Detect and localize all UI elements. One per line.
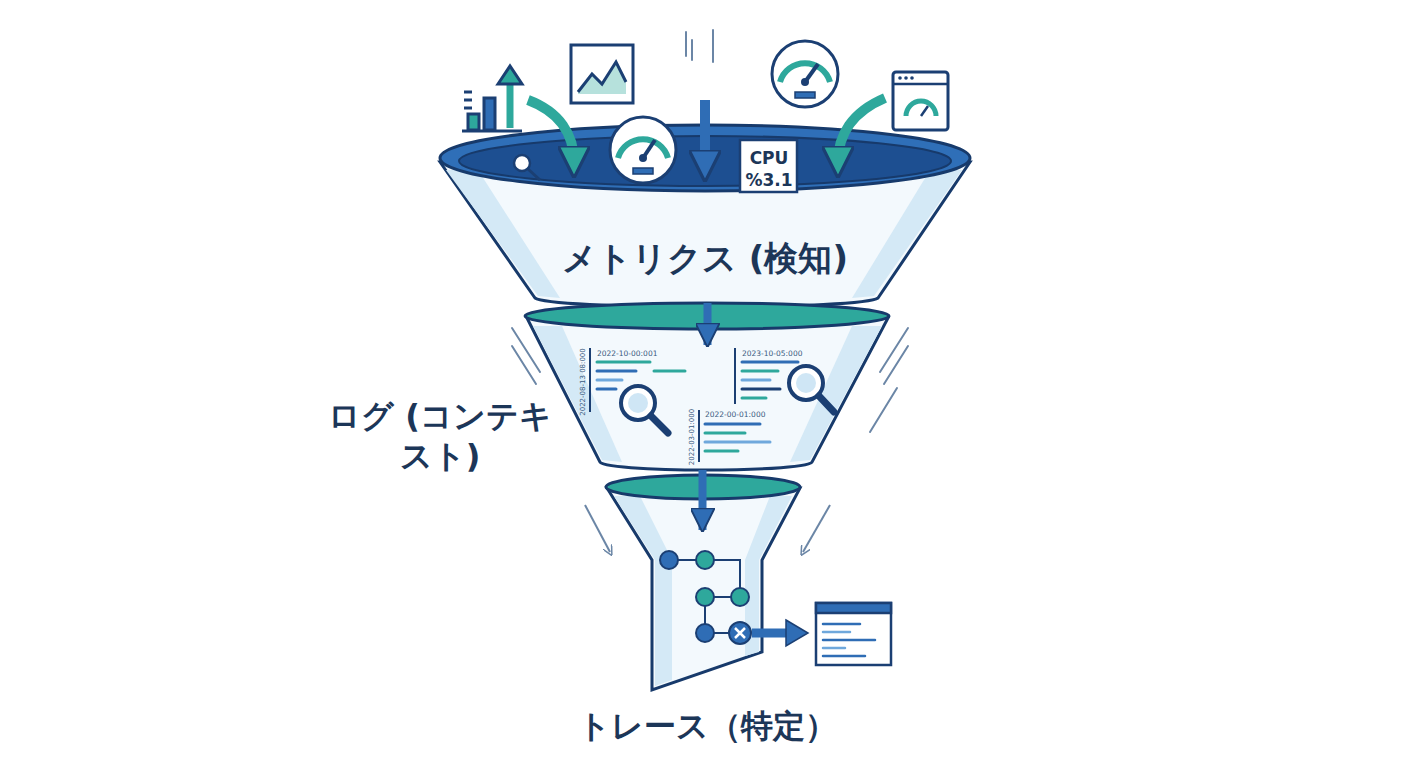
log-timestamp: 2022-08-13 08:000 [579,348,587,416]
log-timestamp: 2023-10-05:000 [742,349,802,358]
metric-value: CPU [750,148,789,168]
flow-arrow [699,470,707,530]
flow-arrow [704,303,712,345]
log-timestamp: 2022-03-01:000 [688,409,696,465]
stage-label: ログ (コンテキスト) [315,396,565,476]
log-timestamp: 2022-10-00:001 [597,349,657,358]
metric-value: %3.1 [745,170,792,190]
stage-label: トレース（特定） [578,706,837,746]
log-timestamp: 2022-00-01:000 [705,410,765,419]
stage-label: メトリクス (検知) [562,237,848,280]
